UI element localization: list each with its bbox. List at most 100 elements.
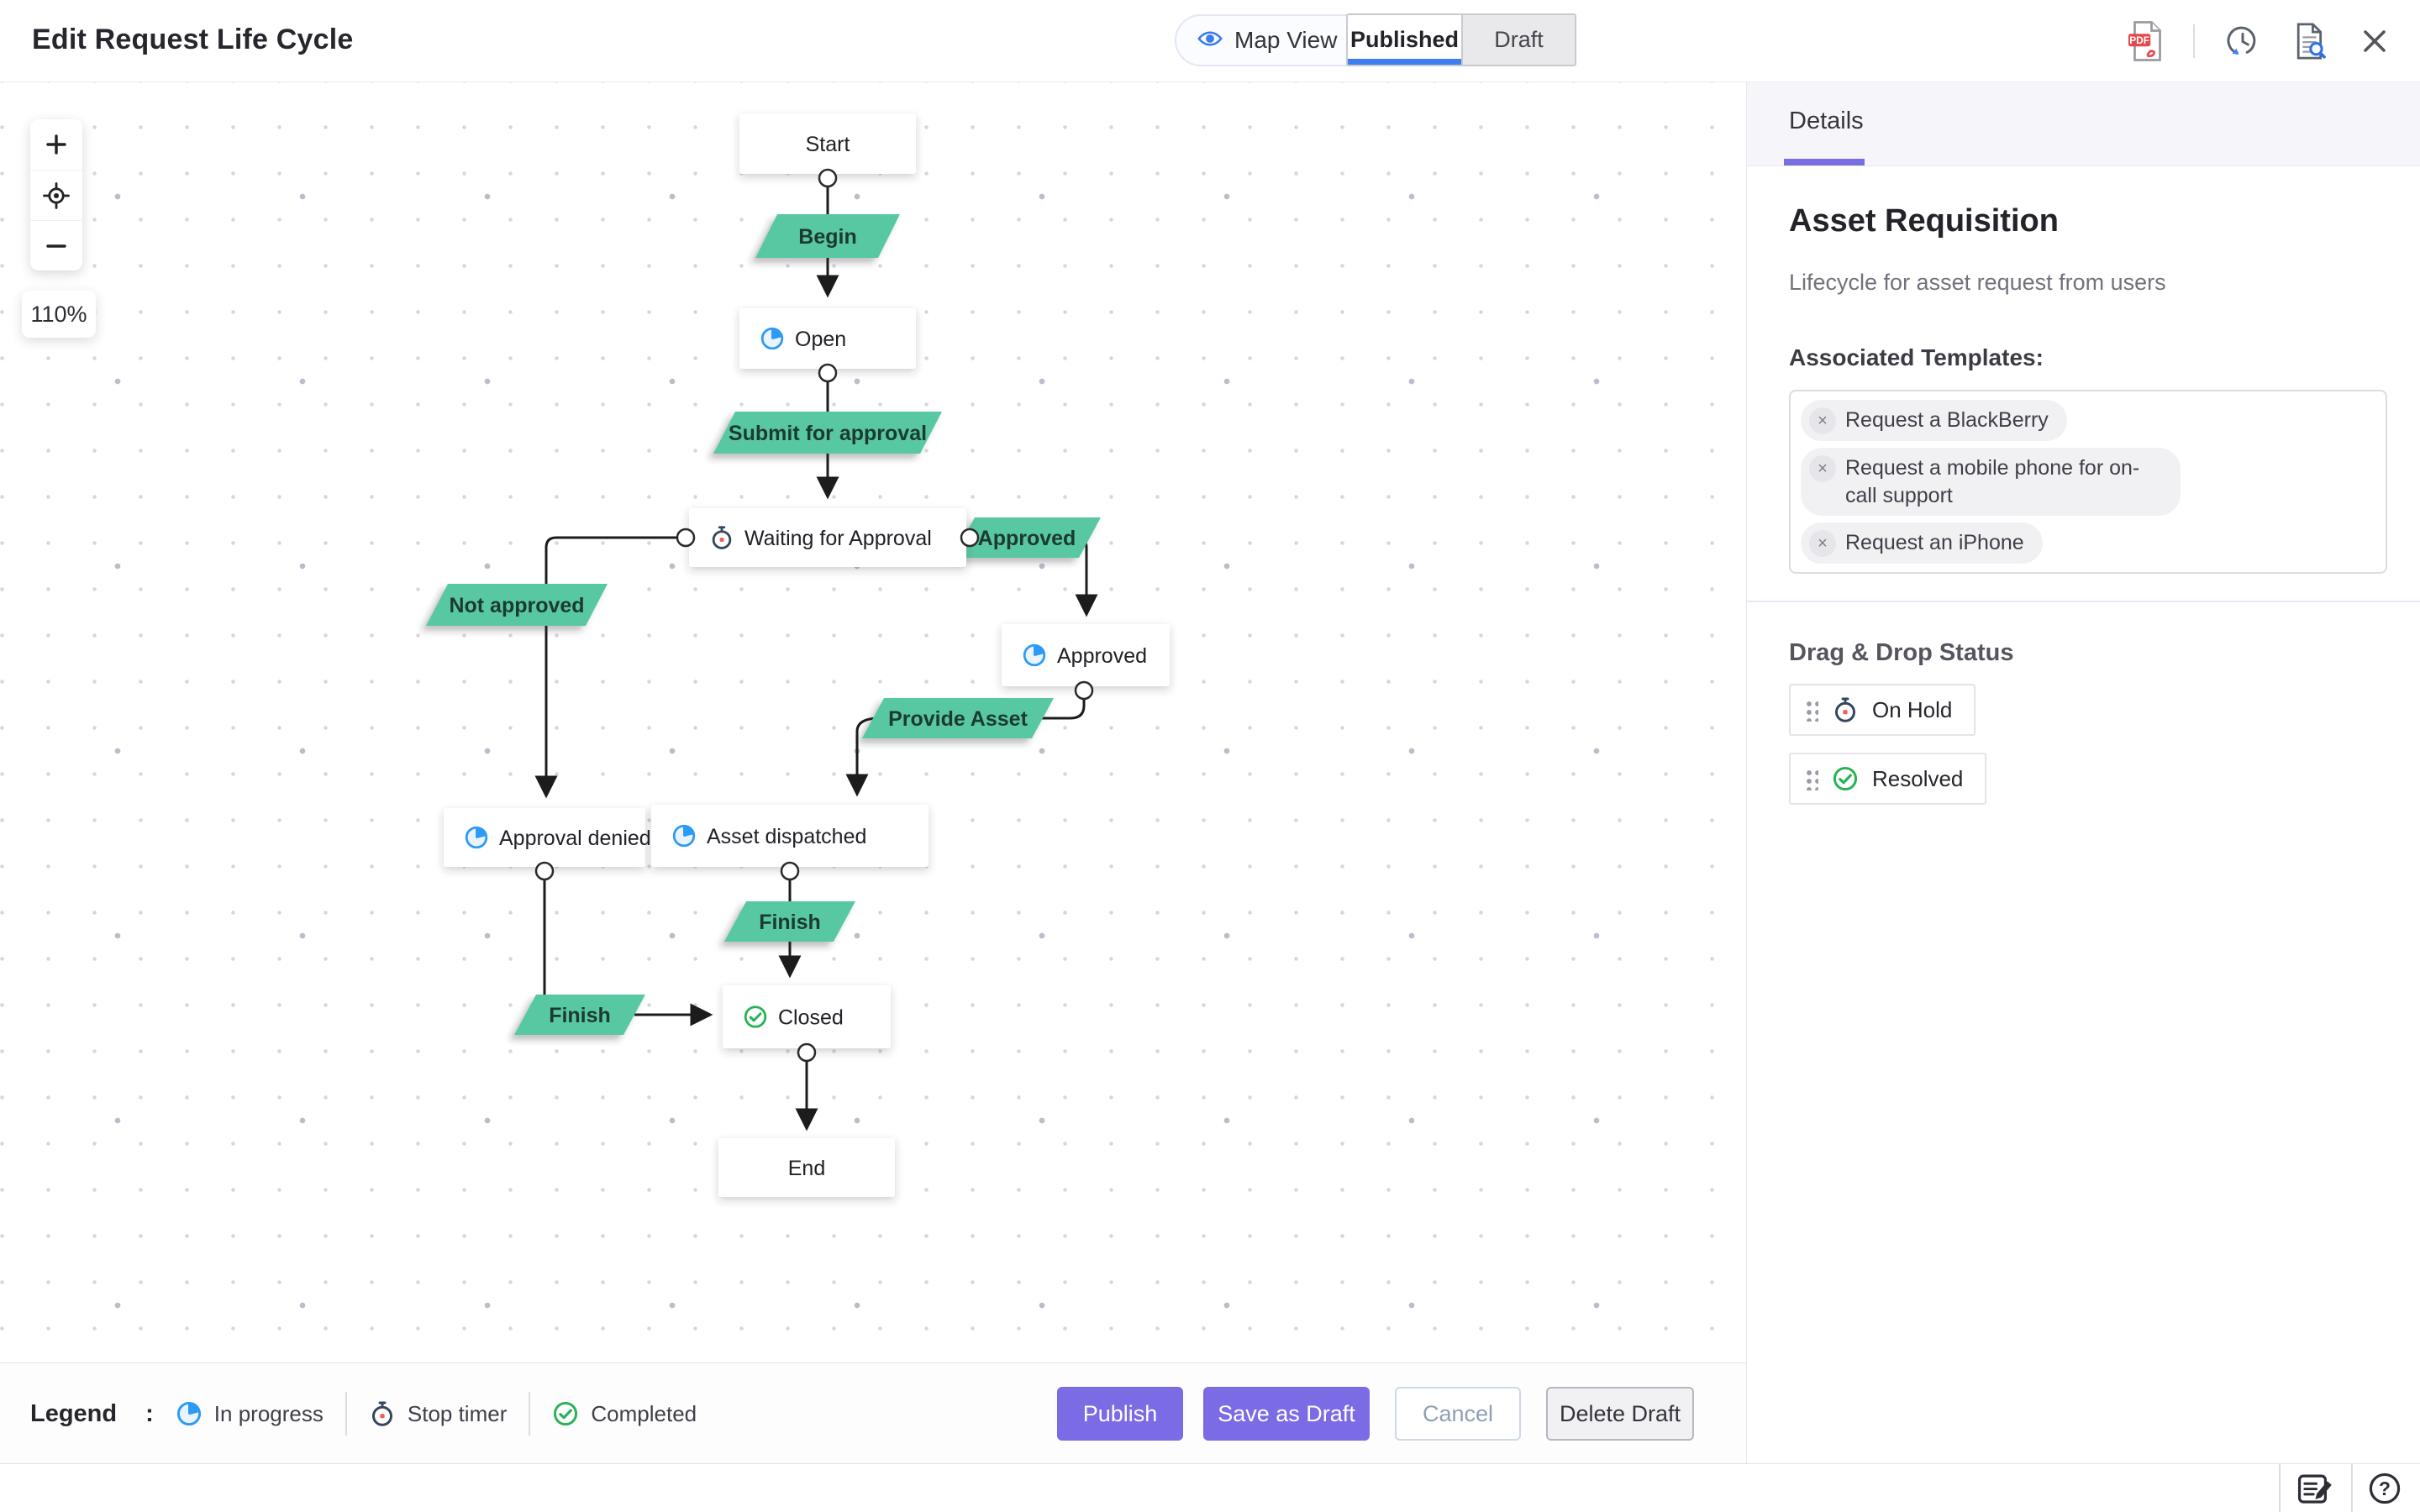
completed-icon	[1832, 765, 1859, 792]
save-as-draft-button[interactable]: Save as Draft	[1203, 1387, 1370, 1441]
tab-draft[interactable]: Draft	[1461, 15, 1575, 65]
svg-text:Finish: Finish	[759, 911, 821, 934]
document-preview-icon[interactable]	[2291, 22, 2329, 60]
divider	[2351, 1464, 2353, 1512]
stop-timer-icon	[369, 1400, 396, 1427]
flow-transition-finish-denied[interactable]: Finish	[514, 995, 645, 1035]
flow-node-waiting[interactable]: Waiting for Approval	[689, 508, 966, 567]
recenter-button[interactable]	[30, 170, 82, 220]
legend-colon: :	[145, 1399, 154, 1427]
flow-edge-3[interactable]	[534, 536, 677, 799]
drag-handle-icon[interactable]	[1804, 767, 1818, 790]
in-progress-icon	[760, 327, 784, 350]
zoom-level-badge: 110%	[22, 291, 96, 338]
flow-node-start[interactable]: Start	[739, 113, 916, 174]
remove-template-icon[interactable]: ×	[1809, 455, 1836, 482]
flow-node-closed[interactable]: Closed	[723, 985, 891, 1048]
legend: Legend : In progress Stop timer Complete…	[30, 1363, 697, 1464]
zoom-out-button[interactable]	[30, 220, 82, 270]
cancel-button[interactable]: Cancel	[1395, 1387, 1521, 1441]
svg-text:Waiting for Approval: Waiting for Approval	[744, 527, 932, 550]
page-title: Edit Request Life Cycle	[32, 24, 354, 55]
connector-port[interactable]	[534, 861, 555, 881]
legend-item-label: Completed	[591, 1400, 697, 1426]
header: Edit Request Life Cycle Map View Publish…	[0, 0, 2420, 82]
connector-port[interactable]	[818, 363, 838, 383]
svg-text:Provide Asset: Provide Asset	[888, 707, 1028, 731]
connector-port[interactable]	[676, 528, 696, 548]
associated-templates-label: Associated Templates:	[1789, 344, 2044, 370]
map-view-label: Map View	[1234, 27, 1338, 53]
publish-button[interactable]: Publish	[1057, 1387, 1183, 1441]
connector-port[interactable]	[797, 1042, 817, 1063]
tab-details[interactable]: Details	[1789, 108, 1864, 134]
lifecycle-title: Asset Requisition	[1789, 203, 2059, 239]
svg-text:Asset dispatched: Asset dispatched	[707, 825, 866, 848]
draggable-status-on-hold[interactable]: On Hold	[1789, 684, 1976, 736]
svg-text:Finish: Finish	[549, 1004, 611, 1027]
legend-label: Legend	[30, 1399, 118, 1427]
svg-text:Begin: Begin	[798, 225, 856, 249]
flow-node-approval-denied[interactable]: Approval denied	[444, 808, 651, 867]
lifecycle-canvas[interactable]: Begin Submit for approval Approved Not a…	[0, 82, 1746, 1362]
in-progress-icon	[672, 824, 696, 848]
template-chip-label: Request an iPhone	[1845, 531, 2024, 554]
divider	[529, 1392, 531, 1436]
draggable-status-resolved[interactable]: Resolved	[1789, 753, 1987, 805]
delete-draft-button[interactable]: Delete Draft	[1546, 1387, 1694, 1441]
svg-text:Approved: Approved	[978, 527, 1076, 550]
flow-transition-provide-asset[interactable]: Provide Asset	[862, 698, 1054, 738]
in-progress-icon	[1023, 643, 1046, 667]
lifecycle-description: Lifecycle for asset request from users	[1789, 270, 2166, 295]
svg-text:End: End	[788, 1157, 825, 1180]
flow-node-open[interactable]: Open	[739, 308, 916, 369]
export-pdf-icon[interactable]: PDF	[2126, 20, 2165, 62]
flow-node-end[interactable]: End	[718, 1138, 895, 1197]
svg-text:Approved: Approved	[1057, 644, 1147, 668]
connector-port[interactable]	[818, 168, 838, 188]
completed-icon	[552, 1400, 579, 1427]
tab-published[interactable]: Published	[1348, 15, 1461, 65]
template-chip: × Request a mobile phone for on-call sup…	[1801, 448, 2181, 516]
zoom-in-button[interactable]	[30, 119, 82, 170]
svg-text:PDF: PDF	[2129, 34, 2149, 46]
svg-text:?: ?	[2379, 1478, 2391, 1499]
drag-handle-icon[interactable]	[1804, 698, 1818, 722]
connector-port[interactable]	[960, 528, 980, 548]
remove-template-icon[interactable]: ×	[1809, 407, 1836, 434]
legend-item-completed: Completed	[552, 1400, 697, 1427]
details-tabstrip: Details	[1747, 82, 2420, 166]
legend-item-stop-timer: Stop timer	[369, 1400, 507, 1427]
svg-text:Not approved: Not approved	[449, 594, 584, 617]
remove-template-icon[interactable]: ×	[1809, 530, 1836, 557]
template-chip-label: Request a BlackBerry	[1845, 408, 2049, 432]
connector-port[interactable]	[780, 861, 800, 881]
flow-node-asset-dispatched[interactable]: Asset dispatched	[651, 805, 929, 867]
status-label: Resolved	[1872, 765, 1964, 791]
flow-transition-begin[interactable]: Begin	[755, 214, 900, 258]
flow-transition-not-approved[interactable]: Not approved	[426, 584, 608, 626]
flow-transition-submit[interactable]: Submit for approval	[713, 412, 942, 454]
close-icon[interactable]	[2358, 24, 2391, 58]
details-content: Asset Requisition Lifecycle for asset re…	[1747, 166, 2420, 805]
legend-item-label: In progress	[213, 1400, 324, 1426]
history-icon[interactable]	[2223, 22, 2262, 60]
details-panel: Details Asset Requisition Lifecycle for …	[1746, 82, 2420, 1463]
bottom-action-bar: Legend : In progress Stop timer Complete…	[0, 1362, 1746, 1463]
template-chip: × Request a BlackBerry	[1801, 400, 2067, 441]
feedback-note-icon[interactable]	[2296, 1468, 2336, 1512]
divider	[345, 1392, 347, 1436]
flow-transition-approved-t[interactable]: Approved	[953, 517, 1101, 558]
divider	[2279, 1464, 2281, 1512]
template-chip: × Request an iPhone	[1801, 522, 2043, 564]
flow-node-approved[interactable]: Approved	[1002, 624, 1170, 686]
template-chip-label: Request a mobile phone for on-call suppo…	[1845, 456, 2140, 507]
connector-port[interactable]	[1074, 680, 1094, 701]
divider	[1747, 601, 2420, 602]
svg-text:Closed: Closed	[778, 1006, 844, 1030]
status-label: On Hold	[1872, 696, 1953, 722]
help-icon[interactable]: ? ?	[2365, 1468, 2405, 1512]
publish-state-switch: Published Draft	[1346, 13, 1576, 66]
flow-transition-finish-asset[interactable]: Finish	[724, 901, 855, 942]
